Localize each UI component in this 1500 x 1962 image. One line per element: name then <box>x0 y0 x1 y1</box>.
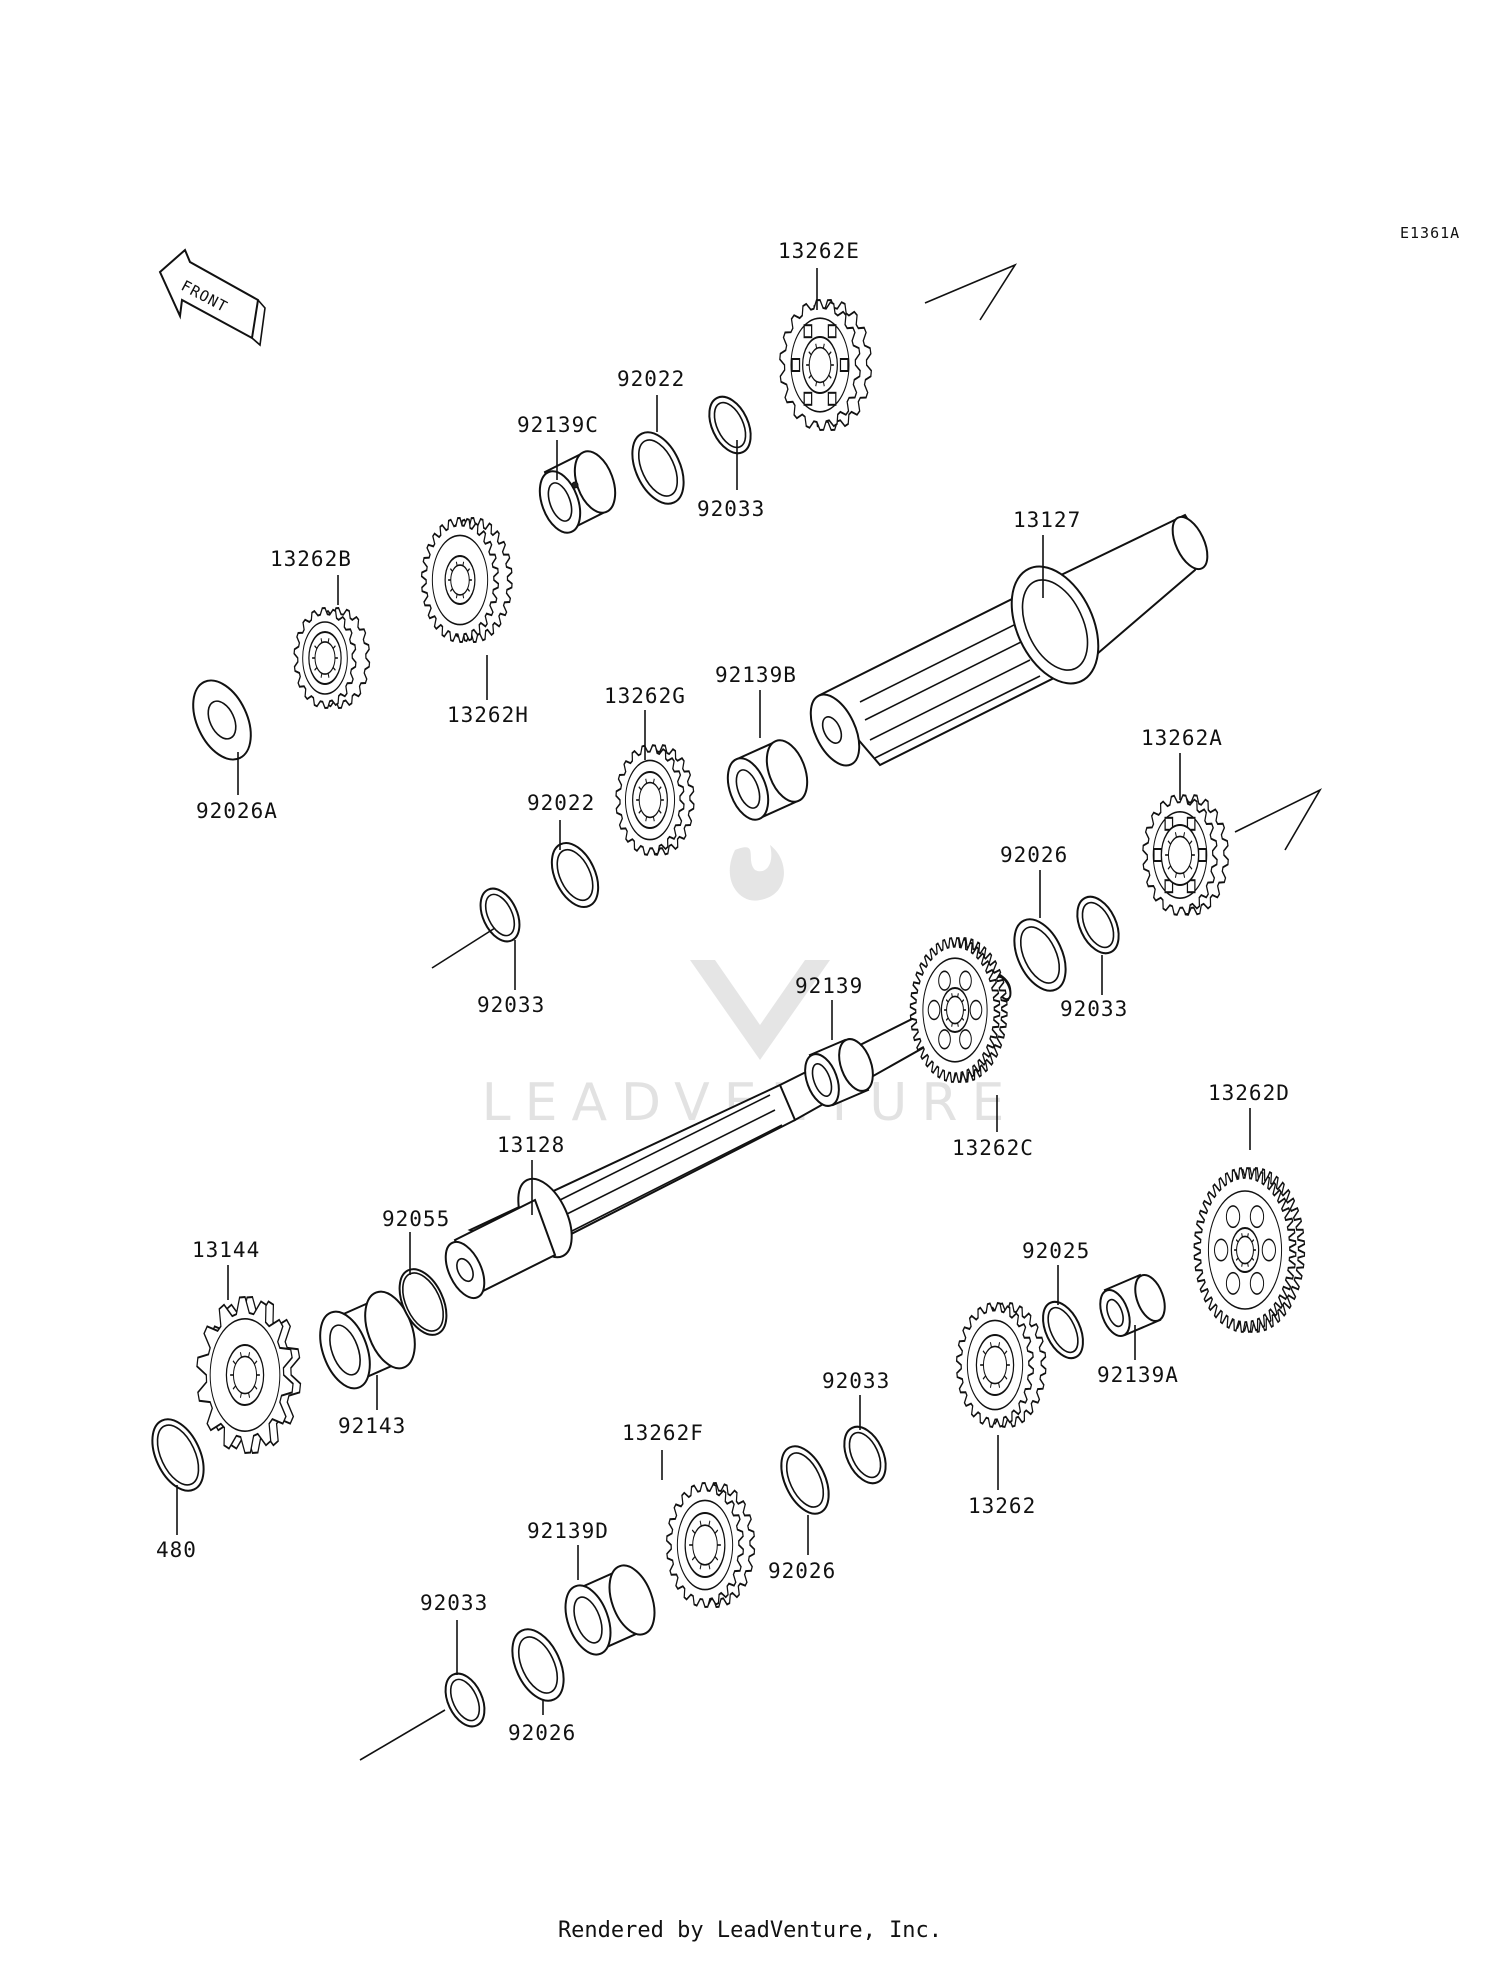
label-13262: 13262 <box>968 1494 1036 1518</box>
label-92026A: 92026A <box>196 799 278 823</box>
label-92033-lower-right: 92033 <box>822 1369 890 1393</box>
label-13262F: 13262F <box>622 1421 704 1445</box>
washer-92026-lower-left <box>511 1628 565 1702</box>
label-13262D: 13262D <box>1208 1081 1290 1105</box>
gear-13262E <box>779 298 873 432</box>
gear-13262C <box>909 937 1008 1083</box>
label-92139D: 92139D <box>527 1519 609 1543</box>
bushing-92139A <box>1099 1273 1166 1337</box>
label-92033-middle-left: 92033 <box>477 993 545 1017</box>
sprocket-13144 <box>196 1295 302 1455</box>
label-92139: 92139 <box>795 974 863 998</box>
circlip-480 <box>151 1418 205 1492</box>
label-92033-middle-right: 92033 <box>1060 997 1128 1021</box>
label-13128: 13128 <box>497 1133 565 1157</box>
footer-credit: Rendered by LeadVenture, Inc. <box>557 1918 943 1943</box>
label-13144: 13144 <box>192 1238 260 1262</box>
circlip-92033-middle-left <box>479 887 521 943</box>
label-92139A: 92139A <box>1097 1363 1179 1387</box>
gear-13262G <box>615 744 695 856</box>
label-92026-lower-right: 92026 <box>768 1559 836 1583</box>
label-13262C: 13262C <box>952 1136 1034 1160</box>
circlip-92033-lower-left <box>444 1672 486 1728</box>
circlip-92033-upper <box>708 395 752 455</box>
gear-13262 <box>955 1302 1047 1428</box>
label-480: 480 <box>156 1538 197 1562</box>
bearing-92139C <box>538 450 617 534</box>
label-13127: 13127 <box>1013 508 1081 532</box>
part-labels: 13262E 92022 92139C 92033 13127 13262B 1… <box>156 239 1290 1745</box>
washer-92026A <box>192 679 252 761</box>
label-92022-middle: 92022 <box>527 791 595 815</box>
label-13262E: 13262E <box>778 239 860 263</box>
label-13262A: 13262A <box>1141 726 1223 750</box>
bushing-92139 <box>804 1038 874 1107</box>
label-13262B: 13262B <box>270 547 352 571</box>
bushing-92143 <box>319 1290 416 1390</box>
gear-13262H <box>420 516 513 644</box>
shaft-13127 <box>809 513 1209 767</box>
gears-layer <box>196 298 1306 1609</box>
washer-92026-middle <box>1013 918 1067 992</box>
label-92143: 92143 <box>338 1414 406 1438</box>
label-92026-middle: 92026 <box>1000 843 1068 867</box>
gear-13262B <box>293 606 371 710</box>
label-92033-lower-left: 92033 <box>420 1591 488 1615</box>
bearing-92139D <box>564 1564 656 1656</box>
bushing-92139B <box>726 739 809 821</box>
washer-92025 <box>1042 1300 1084 1360</box>
o-ring-92055 <box>398 1268 448 1336</box>
circlip-92033-middle-right <box>1076 895 1120 955</box>
washer-92022-upper <box>631 431 685 505</box>
gear-13262D <box>1193 1167 1306 1333</box>
washer-92026-lower-right <box>780 1445 830 1515</box>
gear-13262A <box>1142 794 1229 916</box>
label-92033-upper: 92033 <box>697 497 765 521</box>
leader-lines <box>176 268 1251 1715</box>
label-13262H: 13262H <box>447 703 529 727</box>
diagram-code: E1361A <box>1400 224 1460 242</box>
axis-lines <box>359 263 1323 1761</box>
label-92022-upper: 92022 <box>617 367 685 391</box>
label-92055: 92055 <box>382 1207 450 1231</box>
gear-13262F <box>666 1481 756 1609</box>
circlip-92033-lower-right <box>843 1425 887 1485</box>
label-92139C: 92139C <box>517 413 599 437</box>
label-92139B: 92139B <box>715 663 797 687</box>
label-92026-lower-left: 92026 <box>508 1721 576 1745</box>
label-92025: 92025 <box>1022 1239 1090 1263</box>
front-arrow-icon: FRONT <box>158 248 266 347</box>
washer-92022-middle <box>550 842 600 908</box>
label-13262G: 13262G <box>604 684 686 708</box>
